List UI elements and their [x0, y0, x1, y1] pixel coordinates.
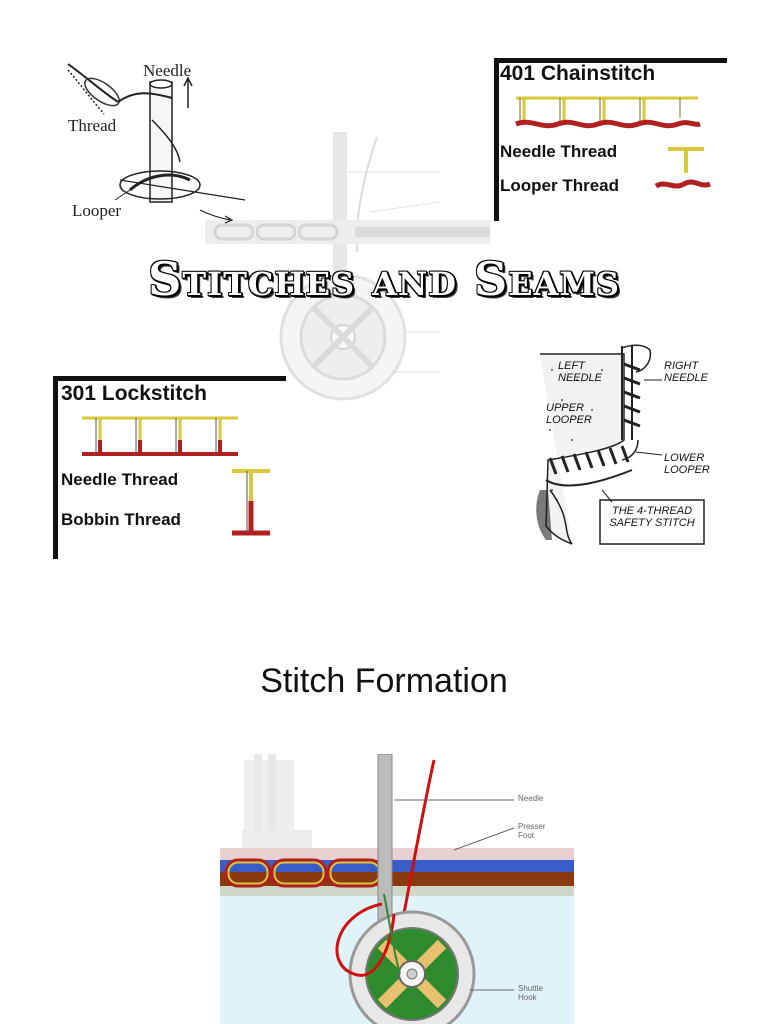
chainstitch-diagram [515, 96, 701, 129]
background-sewing-diagram [205, 132, 490, 401]
chainstitch-needle-thread-swatch [668, 147, 704, 173]
lockstitch-thread-swatch [232, 469, 270, 536]
needle-label: Needle [143, 61, 192, 80]
right-needle-label: RIGHT NEEDLE [664, 360, 709, 384]
lockstitch-title: 301 Lockstitch [61, 382, 207, 405]
formation-needle-label: Needle [518, 794, 544, 803]
looper-label: Looper [72, 201, 122, 220]
upper-looper-label: UPPER LOOPER [546, 402, 592, 426]
lockstitch-panel [53, 376, 286, 559]
safety-stitch-diagram [536, 344, 705, 545]
lockstitch-diagram [82, 416, 238, 456]
chainstitch-title: 401 Chainstitch [500, 62, 656, 85]
lockstitch-needle-thread-label: Needle Thread [61, 470, 179, 489]
formation-presser-foot-label: Presser Foot [518, 822, 546, 840]
needle-looper-diagram [67, 63, 246, 224]
lockstitch-bobbin-thread-label: Bobbin Thread [61, 510, 181, 529]
slide-subtitle: Stitch Formation [260, 662, 508, 700]
formation-shuttle-hook-label: Shuttle Hook [518, 984, 543, 1002]
left-needle-label: LEFT NEEDLE [558, 360, 603, 384]
stitch-formation-diagram [220, 754, 574, 1024]
chainstitch-panel [494, 58, 727, 221]
thread-label: Thread [68, 116, 117, 135]
chainstitch-looper-thread-swatch [654, 179, 711, 189]
safety-stitch-caption: THE 4-THREAD SAFETY STITCH [609, 505, 695, 529]
lower-looper-label: LOWER LOOPER [664, 452, 710, 476]
chainstitch-looper-thread-label: Looper Thread [500, 176, 620, 195]
chainstitch-needle-thread-label: Needle Thread [500, 142, 618, 161]
slide-title: Stitches and Seams [148, 252, 620, 306]
